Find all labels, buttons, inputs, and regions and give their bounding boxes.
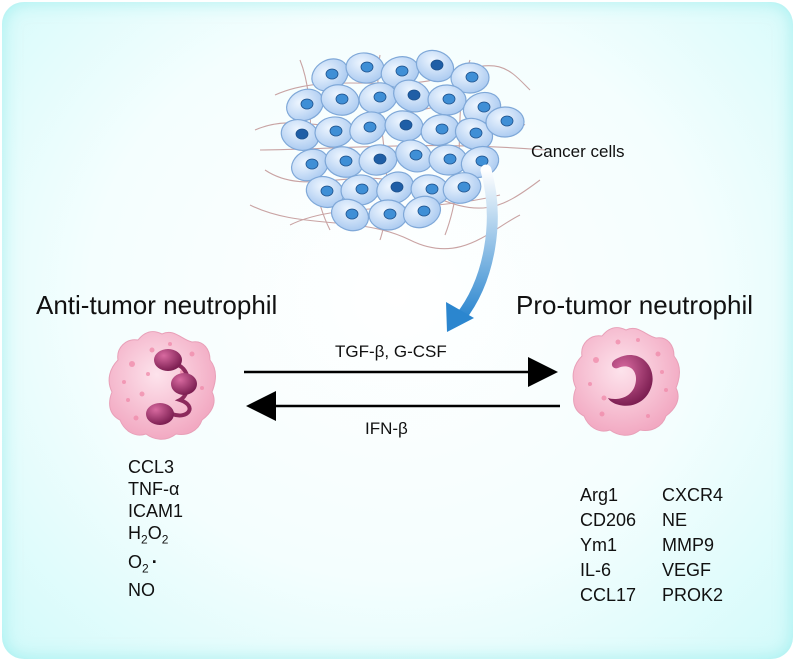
cancer-cell-nucleus bbox=[355, 183, 369, 195]
marker: NE bbox=[662, 510, 688, 530]
cancer-cell-nucleus bbox=[477, 101, 491, 113]
marker: CCL17 bbox=[580, 585, 637, 605]
cancer-cell-nucleus bbox=[465, 71, 479, 83]
marker: PROK2 bbox=[662, 585, 724, 605]
cancer-cell-nucleus bbox=[360, 61, 374, 73]
cancer-cell-nucleus bbox=[395, 65, 409, 77]
backward-label: IFN-β bbox=[365, 419, 408, 438]
anti-tumor-neutrophil-icon bbox=[108, 331, 216, 440]
cancer-cell-nucleus bbox=[443, 153, 457, 165]
cancer-cell-nucleus bbox=[407, 89, 421, 101]
forward-label: TGF-β, G-CSF bbox=[335, 342, 447, 361]
cancer-cell-nucleus bbox=[339, 155, 353, 167]
cancer-cell-nucleus bbox=[430, 59, 444, 71]
cancer-cell-nucleus bbox=[442, 93, 456, 105]
marker: CCL3 bbox=[128, 457, 175, 477]
cancer-cell-nucleus bbox=[329, 125, 343, 137]
marker: TNF-α bbox=[128, 479, 180, 499]
cancer-cell-nucleus bbox=[475, 155, 489, 167]
cancer-cell-nucleus bbox=[425, 183, 439, 195]
marker: Arg1 bbox=[580, 485, 619, 505]
marker: MMP9 bbox=[662, 535, 715, 555]
anti-tumor-title: Anti-tumor neutrophil bbox=[36, 290, 278, 320]
cancer-cell-nucleus bbox=[345, 208, 359, 220]
cancer-cell-cluster bbox=[280, 49, 525, 232]
marker: CD206 bbox=[580, 510, 637, 530]
cancer-cell-nucleus bbox=[469, 127, 483, 139]
pro-tumor-title: Pro-tumor neutrophil bbox=[516, 290, 753, 320]
cancer-cells-label: Cancer cells bbox=[531, 142, 625, 161]
pro-marker-list-left: Arg1 CD206 Ym1 IL-6 CCL17 bbox=[580, 483, 636, 608]
cancer-cell-nucleus bbox=[305, 158, 319, 170]
marker: Ym1 bbox=[580, 535, 618, 555]
cancer-cell-nucleus bbox=[399, 119, 413, 131]
pro-marker-list-right: CXCR4 NE MMP9 VEGF PROK2 bbox=[662, 483, 723, 608]
cancer-cell-nucleus bbox=[373, 91, 387, 103]
recruitment-arrowhead bbox=[446, 302, 474, 332]
cancer-cell-nucleus bbox=[373, 153, 387, 165]
cancer-cell-nucleus bbox=[383, 208, 397, 220]
cancer-cell-nucleus bbox=[417, 205, 431, 217]
marker: IL-6 bbox=[580, 560, 612, 580]
anti-marker-list: CCL3 TNF-α ICAM1 H2O2 O2· NO bbox=[128, 456, 183, 601]
cancer-cell-nucleus bbox=[363, 121, 377, 133]
cancer-cell-nucleus bbox=[435, 123, 449, 135]
cancer-cell-nucleus bbox=[325, 68, 339, 80]
cancer-cell-nucleus bbox=[320, 185, 334, 197]
cancer-cell-nucleus bbox=[300, 98, 314, 110]
marker: ICAM1 bbox=[128, 501, 184, 521]
cancer-cell-nucleus bbox=[335, 93, 349, 105]
recruitment-arrow bbox=[454, 164, 498, 324]
cancer-cell-nucleus bbox=[409, 149, 423, 161]
cancer-cell-nucleus bbox=[295, 128, 309, 140]
marker: CXCR4 bbox=[662, 485, 724, 505]
cancer-cell-nucleus bbox=[500, 115, 514, 127]
marker-h2o2: H2O2 bbox=[128, 523, 169, 547]
marker: NO bbox=[128, 580, 155, 601]
marker-o2-radical: O2· bbox=[128, 551, 158, 576]
cancer-cell-nucleus bbox=[390, 181, 404, 193]
marker: VEGF bbox=[662, 560, 712, 580]
cancer-cell-nucleus bbox=[457, 181, 471, 193]
pro-tumor-neutrophil-icon bbox=[572, 327, 680, 436]
